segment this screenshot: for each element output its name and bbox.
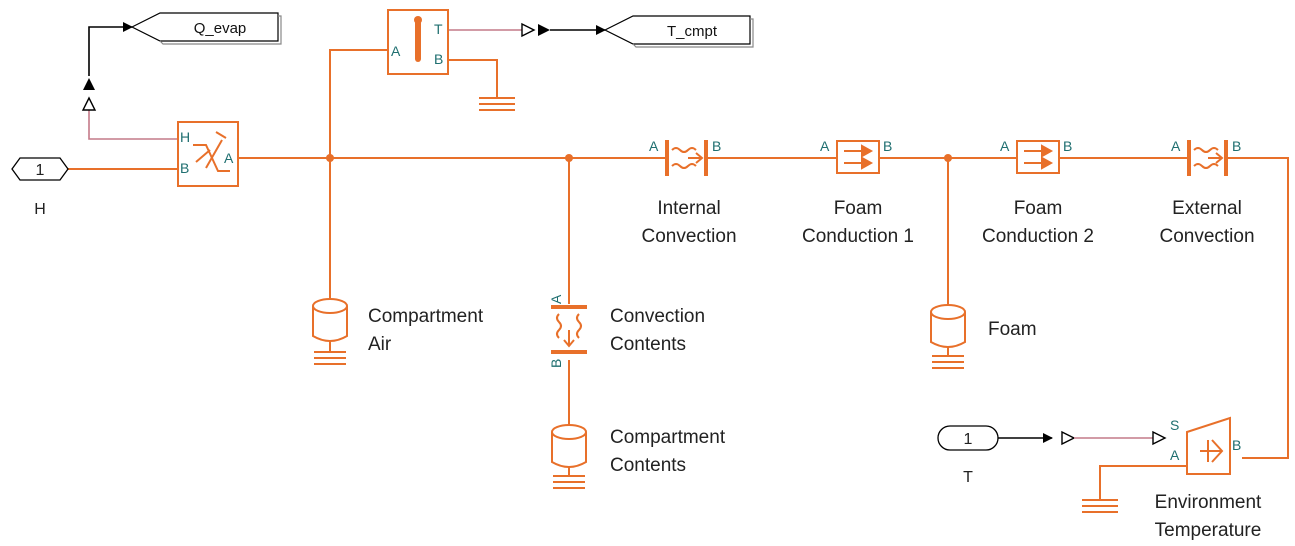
port-label-a: A	[649, 138, 659, 154]
goto-tag-t-cmpt[interactable]: T_cmpt	[603, 15, 754, 48]
inport-shape	[937, 425, 999, 451]
arrow-right-filled-icon	[538, 24, 550, 36]
junction-dot	[944, 154, 952, 162]
convection-contents-block[interactable]: A B Convection Contents	[548, 294, 705, 368]
goto-shadow	[159, 15, 282, 45]
inport-number: 1	[964, 431, 973, 448]
inport-shape	[11, 157, 69, 181]
heat-flow-source-block[interactable]: H B A	[177, 121, 239, 187]
block-label-line1: Foam	[988, 319, 1037, 340]
goto-shape	[603, 15, 751, 45]
junctions	[326, 154, 952, 162]
port-label-t: T	[434, 21, 443, 37]
arrow-up-filled-icon	[83, 78, 95, 90]
compartment-air-block[interactable]: Compartment Air	[312, 298, 484, 365]
block-label-line1: Compartment	[368, 306, 484, 327]
thermal-mass-icon	[551, 424, 587, 489]
wire-env-temp-ref[interactable]	[1099, 465, 1187, 500]
arrow-right-open-icon	[1152, 430, 1167, 446]
junction-dot	[326, 154, 334, 162]
block-frame	[177, 121, 239, 187]
goto-shape	[130, 12, 279, 42]
convection-icon	[665, 140, 708, 176]
port-label-b: B	[548, 359, 564, 368]
thermal-reference-icon	[1082, 499, 1118, 513]
convection-icon	[1187, 140, 1228, 176]
port-label-b: B	[180, 160, 189, 176]
foam-conduction-2-block[interactable]: A B Foam Conduction 2	[982, 138, 1094, 247]
thermal-mass-icon	[930, 304, 966, 369]
thermal-reference-icon	[479, 97, 515, 111]
port-label-a: A	[391, 43, 401, 59]
temperature-sensor-icon	[414, 16, 422, 62]
conduction-icon	[1016, 140, 1060, 174]
port-label-b: B	[1063, 138, 1072, 154]
inport-t[interactable]: 1 T	[937, 425, 999, 486]
thermal-mass-icon	[312, 298, 348, 365]
environment-temperature-block[interactable]: S A B Environment Temperature	[1155, 416, 1262, 541]
port-label-b: B	[434, 51, 443, 67]
conduction-arrows	[1024, 144, 1054, 170]
external-convection-block[interactable]: A B External Convection	[1159, 138, 1254, 247]
inport-number: 1	[36, 162, 45, 179]
arrow-right-open-icon	[521, 22, 536, 38]
block-label-line2: Air	[368, 334, 392, 355]
block-label-line2: Convection	[1159, 226, 1254, 247]
wire-sensor-to-bus[interactable]	[329, 49, 388, 158]
port-label-b: B	[712, 138, 721, 154]
block-label-line2: Convection	[641, 226, 736, 247]
arrow-right-open-icon	[1061, 430, 1076, 446]
block-label-line1: Environment	[1155, 492, 1262, 513]
junction-dot	[565, 154, 573, 162]
controlled-temperature-source-icon	[1186, 416, 1231, 475]
block-label-line1: Foam	[834, 198, 883, 219]
port-label-a: A	[548, 294, 564, 304]
port-label-a: A	[820, 138, 830, 154]
port-label-b: B	[1232, 437, 1241, 453]
temperature-sensor-block[interactable]: A T B	[387, 9, 449, 75]
wire-qevap-vertical[interactable]	[88, 22, 133, 76]
arrow-up-open-icon	[81, 96, 97, 111]
wire-external-to-env-temp[interactable]	[1228, 157, 1289, 459]
foam-conduction-1-block[interactable]: A B Foam Conduction 1	[802, 138, 914, 247]
conduction-arrows	[844, 144, 874, 170]
goto-shadow	[632, 18, 754, 48]
block-label-line2: Conduction 2	[982, 226, 1094, 247]
port-label-a: A	[1171, 138, 1181, 154]
block-label-line2: Contents	[610, 334, 686, 355]
block-label-line1: External	[1172, 198, 1242, 219]
foam-block[interactable]: Foam	[930, 304, 1037, 369]
block-label-line1: Foam	[1014, 198, 1063, 219]
inport-name: T	[963, 469, 973, 486]
goto-tag-q-evap[interactable]: Q_evap	[130, 12, 282, 45]
block-label-line2: Temperature	[1155, 520, 1262, 541]
port-label-h: H	[180, 129, 190, 145]
goto-tag-text: Q_evap	[194, 20, 247, 37]
block-label-line2: Conduction 1	[802, 226, 914, 247]
port-label-a: A	[1170, 447, 1180, 463]
port-label-a: A	[1000, 138, 1010, 154]
block-label-line1: Compartment	[610, 427, 726, 448]
port-label-b: B	[1232, 138, 1241, 154]
block-label-line1: Internal	[657, 198, 720, 219]
compartment-contents-block[interactable]: Compartment Contents	[551, 424, 726, 489]
conduction-icon	[836, 140, 880, 174]
convection-icon	[551, 305, 587, 354]
port-label-b: B	[883, 138, 892, 154]
port-label-s: S	[1170, 417, 1179, 433]
wire-source-h-to-qevap[interactable]	[88, 110, 178, 140]
port-label-a: A	[224, 150, 234, 166]
inport-name: H	[34, 201, 46, 218]
wire-sensor-ref[interactable]	[448, 59, 498, 98]
signal-connections	[81, 22, 1167, 446]
internal-convection-block[interactable]: A B Internal Convection	[641, 138, 736, 247]
block-label-line2: Contents	[610, 455, 686, 476]
controlled-heat-flow-source-icon	[193, 131, 230, 172]
physical-connections	[68, 49, 1289, 500]
inport-h[interactable]: 1 H	[11, 157, 69, 218]
goto-tag-text: T_cmpt	[667, 23, 718, 40]
block-label-line1: Convection	[610, 306, 705, 327]
